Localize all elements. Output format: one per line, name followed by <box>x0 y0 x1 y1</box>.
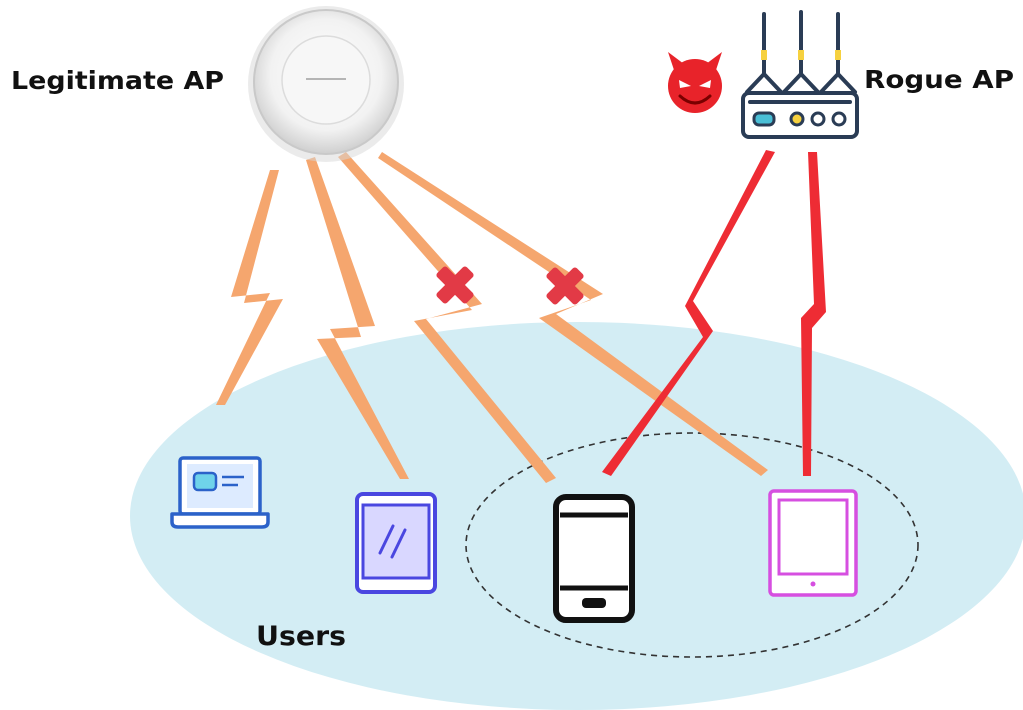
target-devices-group <box>465 432 919 658</box>
tablet-icon <box>768 489 858 597</box>
blocked-x-icon <box>546 267 584 305</box>
tablet-icon <box>355 492 437 594</box>
rogue-signal-phone <box>602 150 775 476</box>
smartphone-icon <box>553 494 635 623</box>
rogue-signal-links <box>602 150 826 476</box>
users-label: Users <box>256 621 346 652</box>
legit-signal-tablet-blue <box>306 157 409 479</box>
blocked-x-icon <box>436 266 474 304</box>
devil-face-icon <box>668 52 722 113</box>
legit-signal-links <box>216 152 768 483</box>
legit-signal-laptop <box>216 170 283 405</box>
rogue-signal-tablet-pink <box>801 152 826 476</box>
router-icon <box>741 10 859 139</box>
ceiling-access-point-icon <box>248 6 404 162</box>
rogue-ap-label: Rogue AP <box>864 65 1014 94</box>
legitimate-ap-label: Legitimate AP <box>11 66 224 95</box>
laptop-icon <box>170 456 270 529</box>
legit-signal-tablet-pink <box>378 152 768 476</box>
